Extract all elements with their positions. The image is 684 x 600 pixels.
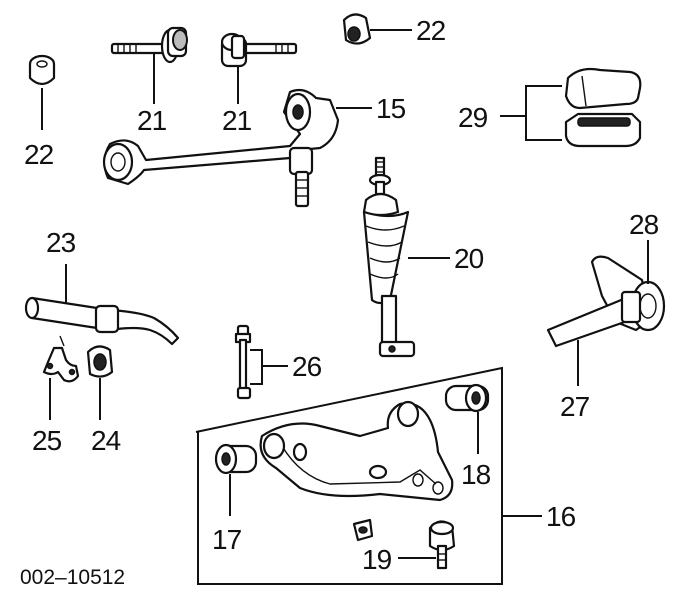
- part-27-torsion-bar: [546, 290, 642, 348]
- figure-code: 002–10512: [20, 566, 125, 589]
- part-19-ball-joint: [352, 518, 456, 570]
- leader-26: [250, 349, 288, 385]
- label-18: 18: [461, 459, 491, 490]
- part-25-stabilizer-bracket: [42, 335, 80, 383]
- label-29: 29: [458, 102, 488, 133]
- label-19: 19: [362, 544, 392, 575]
- label-23: 23: [46, 227, 76, 258]
- part-29-bump-stop: [564, 67, 642, 148]
- label-21-right: 21: [222, 105, 252, 136]
- label-16: 16: [546, 501, 576, 532]
- part-16-group-box: [195, 366, 503, 585]
- label-15: 15: [376, 93, 406, 124]
- part-22-washer-top: [342, 13, 372, 45]
- part-21-bolt-right: [220, 32, 298, 68]
- part-23-stabilizer-bar: [24, 296, 180, 346]
- part-21-bolt-left: [110, 26, 188, 64]
- part-18-bushing: [444, 383, 490, 413]
- part-17-bushing: [214, 443, 258, 475]
- label-21-left: 21: [137, 105, 167, 136]
- label-25: 25: [32, 425, 62, 456]
- label-17: 17: [212, 524, 242, 555]
- part-22-washer-left: [28, 54, 56, 86]
- leader-29: [500, 85, 562, 141]
- part-16-lower-control-arm: [259, 400, 454, 502]
- label-28: 28: [629, 209, 659, 240]
- part-26-stabilizer-link: [234, 324, 252, 400]
- label-26: 26: [292, 351, 322, 382]
- part-24-stabilizer-bushing: [86, 345, 114, 378]
- part-20-shock-absorber: [362, 156, 416, 358]
- label-27: 27: [560, 391, 590, 422]
- label-22-left: 22: [24, 139, 54, 170]
- part-15-upper-control-arm: [102, 88, 340, 208]
- label-24: 24: [91, 425, 121, 456]
- label-22-top: 22: [416, 15, 446, 46]
- label-20: 20: [454, 243, 484, 274]
